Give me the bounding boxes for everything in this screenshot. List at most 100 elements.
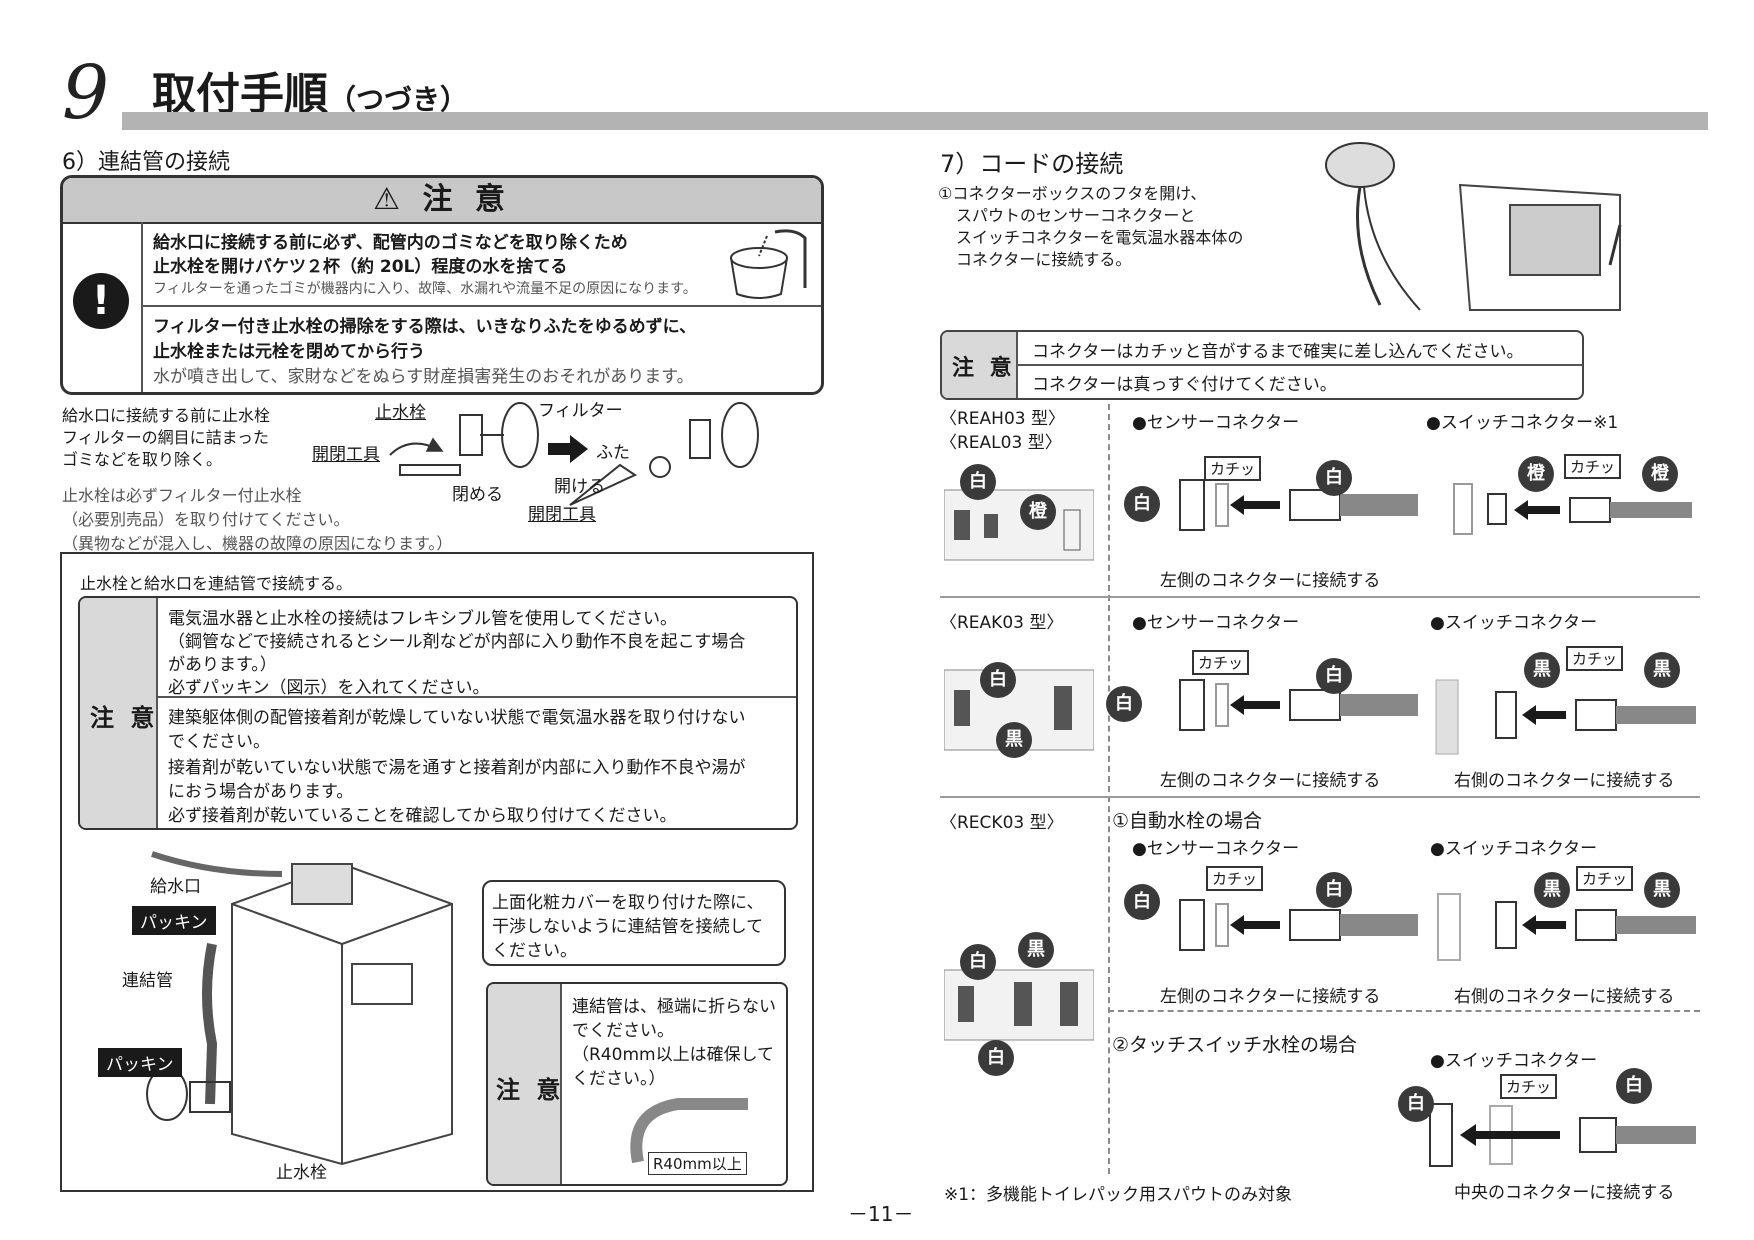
box-c2-line4: におう場合があります。 bbox=[168, 782, 354, 802]
caution-box-2: 注 意 電気温水器と止水栓の接続はフレキシブル管を使用してください。 （鋼管など… bbox=[78, 596, 798, 830]
reah-connector-board bbox=[944, 489, 1094, 561]
row4-switch-title: ●スイッチコネクター bbox=[1430, 1051, 1598, 1071]
row3-sensor-title: ●センサーコネクター bbox=[1132, 839, 1300, 859]
row3-sensor-diagram bbox=[1179, 899, 1418, 951]
water-heater-illustration bbox=[146, 851, 453, 1166]
bucket-illustration bbox=[730, 229, 807, 299]
badge-orange: 橙 bbox=[1642, 456, 1678, 492]
badge-white: 白 bbox=[960, 944, 996, 980]
row-divider-3 bbox=[1108, 1010, 1700, 1014]
filter-text-2: フィルターの網目に詰まった bbox=[62, 428, 270, 447]
right-caution-line2: コネクターは真っすぐ付けてください。 bbox=[1032, 375, 1337, 395]
row1-connect-left: 左側のコネクターに接続する bbox=[1160, 571, 1381, 591]
column-divider bbox=[1108, 404, 1110, 1174]
model-reak03: 〈REAK03 型〉 bbox=[940, 613, 1064, 633]
box-c2-line2: でください。 bbox=[168, 732, 270, 752]
warning-triangle-icon: ⚠ bbox=[373, 182, 406, 217]
row2-sensor-title: ●センサーコネクター bbox=[1132, 613, 1300, 633]
badge-white: 白 bbox=[1316, 658, 1352, 694]
row2-connect-right: 右側のコネクターに接続する bbox=[1454, 771, 1675, 791]
badge-white: 白 bbox=[1124, 884, 1160, 920]
step1-line4: コネクターに接続する。 bbox=[956, 250, 1132, 269]
label-valve-2: 止水栓 bbox=[276, 1163, 327, 1183]
box-c2-line3: 接着剤が乾いていない状態で湯を通すと接着剤が内部に入り動作不良や湯が bbox=[168, 758, 746, 778]
caution3-line2: でください。 bbox=[572, 1021, 674, 1041]
box-c1-line1: 電気温水器と止水栓の接続はフレキシブル管を使用してください。 bbox=[168, 609, 677, 629]
row1-sensor-diagram bbox=[1179, 479, 1418, 531]
caution-label-3: 注 意 bbox=[496, 1076, 565, 1104]
model-real03: 〈REAL03 型〉 bbox=[940, 433, 1062, 453]
spout-connector-box-illustration bbox=[1325, 142, 1622, 311]
click-burst: カチッ bbox=[1192, 650, 1250, 675]
caution3-line1: 連結管は、極端に折らない bbox=[572, 997, 776, 1017]
row-divider-2 bbox=[940, 796, 1700, 798]
caution1-row2-line2: 止水栓または元栓を閉めてから行う bbox=[153, 342, 425, 362]
filter-note-3: （異物などが混入し、機器の故障の原因になります。） bbox=[62, 534, 453, 553]
caution-box-1: ⚠ 注 意 ! 給水口に接続する前に必ず、配管内のゴミなどを取り除くため 止水栓… bbox=[60, 175, 824, 395]
exclamation-icon: ! bbox=[73, 273, 129, 329]
label-lid: ふた bbox=[596, 443, 630, 463]
model-reah03: 〈REAH03 型〉 bbox=[940, 409, 1066, 429]
click-burst: カチッ bbox=[1576, 866, 1634, 891]
caution1-row1-line1: 給水口に接続する前に必ず、配管内のゴミなどを取り除くため bbox=[153, 233, 628, 253]
click-burst: カチッ bbox=[1206, 866, 1264, 891]
badge-black: 黒 bbox=[1018, 932, 1054, 968]
box-c2-line1: 建築躯体側の配管接着剤が乾燥していない状態で電気温水器を取り付けない bbox=[168, 708, 746, 728]
badge-white: 白 bbox=[1398, 1086, 1434, 1122]
filter-text-3: ゴミなどを取り除く。 bbox=[62, 450, 223, 469]
page-number: －11－ bbox=[848, 1202, 914, 1226]
badge-orange: 橙 bbox=[1518, 456, 1554, 492]
click-burst: カチッ bbox=[1564, 454, 1622, 479]
badge-black: 黒 bbox=[996, 722, 1032, 758]
header-bar bbox=[122, 112, 1708, 130]
row1-switch-diagram bbox=[1453, 483, 1692, 535]
row-divider-1 bbox=[940, 596, 1700, 598]
callout-cover: 上面化粧カバーを取り付けた際に、 干渉しないように連結管を接続して ください。 bbox=[482, 880, 786, 966]
label-tool-1: 開閉工具 bbox=[312, 445, 380, 465]
label-packing-1: パッキン bbox=[132, 906, 216, 935]
click-burst: カチッ bbox=[1204, 456, 1262, 481]
row1-sensor-title: ●センサーコネクター bbox=[1132, 413, 1300, 433]
right-caution-line1: コネクターはカチッと音がするまで確実に差し込んでください。 bbox=[1032, 342, 1524, 362]
chapter-number: 9 bbox=[62, 50, 110, 136]
step1-line3: スイッチコネクターを電気温水器本体の bbox=[956, 228, 1244, 247]
row3-connect-left: 左側のコネクターに接続する bbox=[1160, 987, 1381, 1007]
caution-header: ⚠ 注 意 bbox=[63, 178, 821, 224]
connection-intro: 止水栓と給水口を連結管で接続する。 bbox=[80, 574, 353, 593]
caution-title: 注 意 bbox=[422, 182, 511, 217]
box-c1-line3: があります。） bbox=[168, 655, 277, 675]
row3-connect-right: 右側のコネクターに接続する bbox=[1454, 987, 1675, 1007]
caution3-line3: （R40mm以上は確保して bbox=[572, 1045, 775, 1065]
badge-black: 黒 bbox=[1534, 872, 1570, 908]
caution3-line4: ください。） bbox=[572, 1069, 666, 1089]
filter-note-2: （必要別売品）を取り付けてください。 bbox=[62, 510, 350, 529]
row3-switch-diagram bbox=[1437, 893, 1696, 961]
footnote: ※1：多機能トイレパック用スパウトのみ対象 bbox=[944, 1185, 1293, 1205]
box-c2-line5: 必ず接着剤が乾いていることを確認してから取り付けてください。 bbox=[168, 806, 677, 826]
caution1-row2-line1: フィルター付き止水栓の掃除をする際は、いきなりふたをゆるめずに、 bbox=[153, 317, 697, 337]
filter-note-1: 止水栓は必ずフィルター付止水栓 bbox=[62, 486, 302, 505]
step1-line1: ①コネクターボックスのフタを開け、 bbox=[938, 184, 1207, 203]
caution1-row1-line2: 止水栓を開けバケツ２杯（約 20L）程度の水を捨てる bbox=[153, 257, 568, 277]
right-caution-label: 注 意 bbox=[952, 356, 1016, 381]
badge-white: 白 bbox=[1124, 486, 1160, 522]
connection-panel: 止水栓と給水口を連結管で接続する。 注 意 電気温水器と止水栓の接続はフレキシブ… bbox=[60, 552, 814, 1192]
filter-text-1: 給水口に接続する前に止水栓 bbox=[62, 406, 271, 425]
bend-pipe-illustration bbox=[630, 1098, 748, 1164]
row3-switch-title: ●スイッチコネクター bbox=[1430, 839, 1598, 859]
reck-connector-board bbox=[944, 969, 1094, 1041]
callout-line3: ください。 bbox=[492, 941, 577, 961]
row2-switch-title: ●スイッチコネクター bbox=[1430, 613, 1598, 633]
caution1-row1-line3: フィルターを通ったゴミが機器内に入り、故障、水漏れや流量不足の原因になります。 bbox=[153, 281, 697, 297]
label-filter: フィルター bbox=[538, 401, 623, 421]
row2-switch-diagram bbox=[1435, 679, 1696, 755]
badge-black: 黒 bbox=[1644, 652, 1680, 688]
label-close: 閉める bbox=[452, 485, 503, 505]
badge-white: 白 bbox=[1316, 460, 1352, 496]
label-connecting-pipe: 連結管 bbox=[122, 971, 173, 991]
step1-line2: スパウトのセンサーコネクターと bbox=[956, 206, 1196, 225]
caution-box-3: 注 意 連結管は、極端に折らない でください。 （R40mm以上は確保して くだ… bbox=[486, 982, 788, 1186]
badge-white: 白 bbox=[1616, 1068, 1652, 1104]
badge-white: 白 bbox=[960, 464, 996, 500]
caution1-row2-line3: 水が噴き出して、家財などをぬらす財産損害発生のおそれがあります。 bbox=[153, 367, 694, 387]
